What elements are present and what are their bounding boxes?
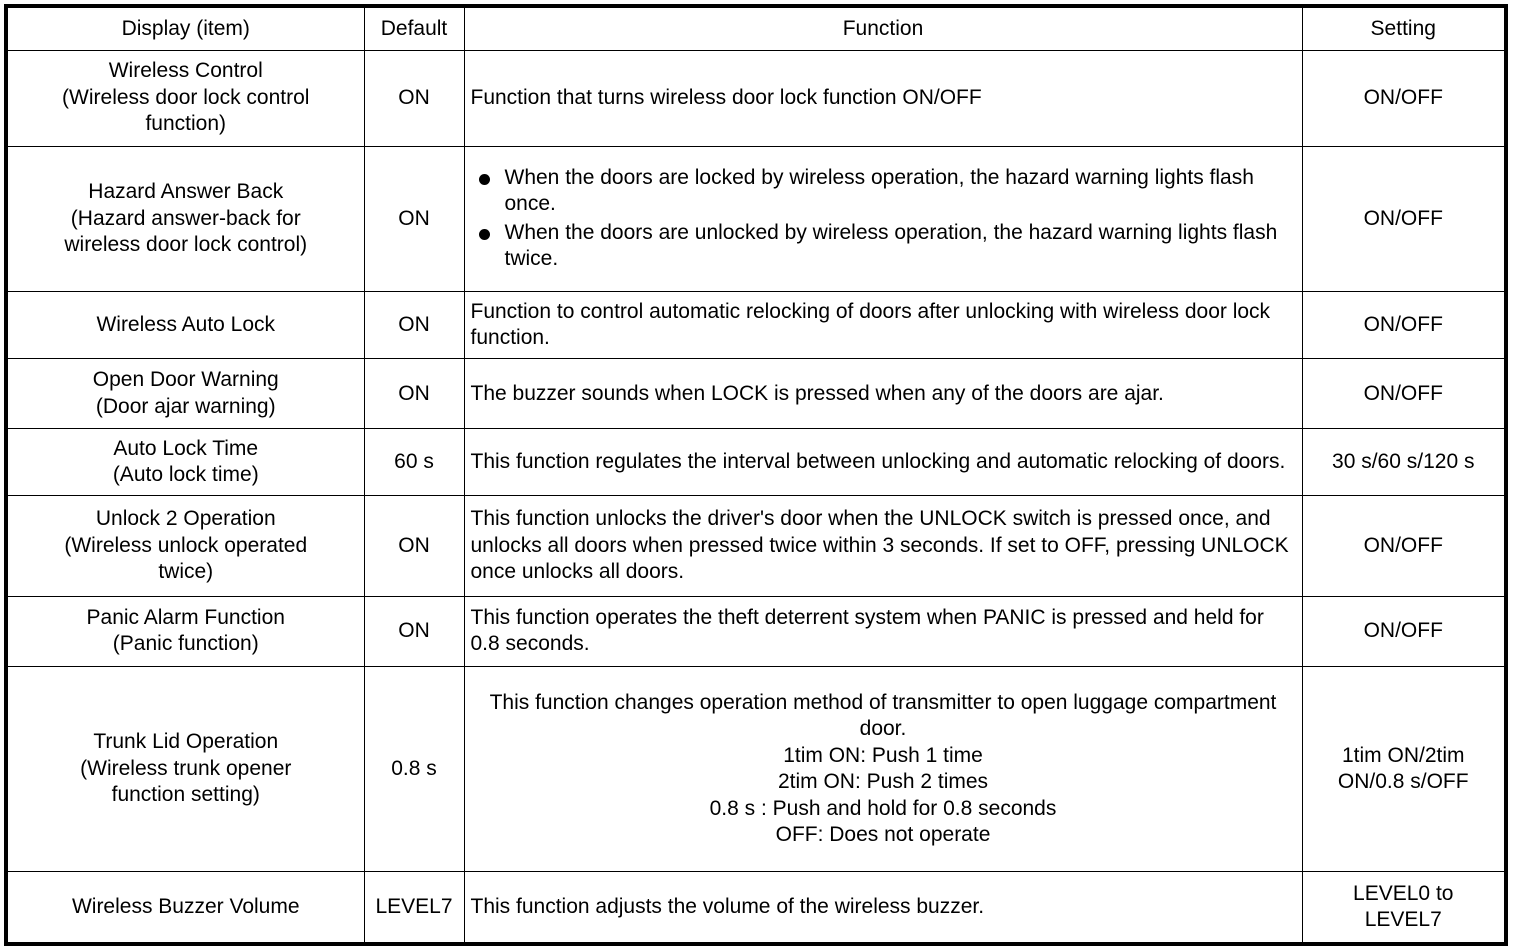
function-line: 2tim ON: Push 2 times [777,770,989,794]
display-line: (Wireless unlock operated [64,533,308,557]
function-bullet-item: When the doors are unlocked by wireless … [471,220,1296,273]
display-line: (Hazard answer-back for [70,206,301,230]
cell-setting-options: ON/OFF [1301,595,1507,667]
table-body: Wireless Control(Wireless door lock cont… [5,49,1507,945]
cell-display-item: Wireless Auto Lock [5,291,365,360]
setting-line: ON/0.8 s/OFF [1337,770,1469,794]
cell-display-item: Trunk Lid Operation(Wireless trunk opene… [5,665,365,873]
cell-function-description: This function adjusts the volume of the … [463,871,1303,945]
function-bullet-text: When the doors are locked by wireless op… [504,165,1254,216]
function-line: 1tim ON: Push 1 time [783,743,983,767]
cell-setting-options: ON/OFF [1301,49,1507,147]
table-header: Display (item) Default Function Setting [5,5,1507,51]
cell-setting-options: ON/OFF [1301,358,1507,430]
display-line: (Panic function) [112,632,259,656]
cell-default-value: ON [363,49,465,147]
cell-function-description: Function to control automatic relocking … [463,291,1303,360]
display-line: (Door ajar warning) [95,394,276,418]
column-header-function: Function [463,5,1303,51]
function-line: This function changes operation method o… [489,690,1277,741]
cell-default-value: ON [363,358,465,430]
setting-line: LEVEL0 to [1353,881,1454,905]
cell-function-description: When the doors are locked by wireless op… [463,145,1303,293]
cell-setting-options: LEVEL0 to LEVEL7 [1301,871,1507,945]
cell-function-description: This function operates the theft deterre… [463,595,1303,667]
display-line: (Auto lock time) [112,463,259,487]
cell-default-value: LEVEL7 [363,871,465,945]
function-bullet-list: When the doors are locked by wireless op… [471,165,1296,273]
cell-function-description: This function unlocks the driver's door … [463,495,1303,597]
display-line: Wireless Auto Lock [96,312,276,336]
display-line: wireless door lock control) [64,233,308,257]
cell-display-item: Wireless Control(Wireless door lock cont… [5,49,365,147]
header-row: Display (item) Default Function Setting [5,5,1507,51]
bullet-dot-icon [478,173,490,185]
display-line: Auto Lock Time [113,436,259,460]
cell-default-value: ON [363,595,465,667]
cell-setting-options: ON/OFF [1301,145,1507,293]
display-line: twice) [158,560,214,584]
display-line: Unlock 2 Operation [95,507,276,531]
cell-display-item: Open Door Warning(Door ajar warning) [5,358,365,430]
bullet-dot-icon [478,228,490,240]
table-row: Wireless Control(Wireless door lock cont… [5,49,1507,147]
column-header-setting: Setting [1301,5,1507,51]
cell-setting-options: 30 s/60 s/120 s [1301,428,1507,497]
cell-default-value: ON [363,291,465,360]
cell-function-description: The buzzer sounds when LOCK is pressed w… [463,358,1303,430]
cell-default-value: ON [363,145,465,293]
cell-display-item: Unlock 2 Operation(Wireless unlock opera… [5,495,365,597]
setting-line: LEVEL7 [1364,908,1442,932]
table-row: Trunk Lid Operation(Wireless trunk opene… [5,665,1507,873]
function-bullet-item: When the doors are locked by wireless op… [471,165,1296,218]
cell-display-item: Wireless Buzzer Volume [5,871,365,945]
display-line: Hazard Answer Back [88,180,284,204]
cell-function-description: Function that turns wireless door lock f… [463,49,1303,147]
cell-setting-options: ON/OFF [1301,291,1507,360]
cell-default-value: ON [363,495,465,597]
display-line: (Wireless door lock control [62,85,310,109]
cell-function-description: This function regulates the interval bet… [463,428,1303,497]
display-line: Open Door Warning [92,368,279,392]
cell-default-value: 0.8 s [363,665,465,873]
function-line: OFF: Does not operate [775,822,991,846]
cell-display-item: Auto Lock Time (Auto lock time) [5,428,365,497]
table-row: Unlock 2 Operation(Wireless unlock opera… [5,495,1507,597]
wireless-settings-table: Display (item) Default Function Setting … [4,4,1508,946]
cell-function-description: This function changes operation method o… [463,665,1303,873]
column-header-default: Default [363,5,465,51]
function-line: 0.8 s : Push and hold for 0.8 seconds [709,796,1057,820]
setting-line: 1tim ON/2tim [1341,743,1465,767]
display-line: function) [145,112,227,136]
cell-display-item: Panic Alarm Function (Panic function) [5,595,365,667]
table-row: Hazard Answer Back(Hazard answer-back fo… [5,145,1507,293]
cell-display-item: Hazard Answer Back(Hazard answer-back fo… [5,145,365,293]
display-line: Wireless Control [108,59,263,83]
display-line: Panic Alarm Function [86,605,285,629]
display-line: Trunk Lid Operation [93,730,279,754]
cell-setting-options: ON/OFF [1301,495,1507,597]
cell-default-value: 60 s [363,428,465,497]
display-line: (Wireless trunk opener [80,756,292,780]
function-bullet-text: When the doors are unlocked by wireless … [504,220,1278,271]
display-line: Wireless Buzzer Volume [71,894,300,918]
column-header-display: Display (item) [5,5,365,51]
display-line: function setting) [111,783,260,807]
